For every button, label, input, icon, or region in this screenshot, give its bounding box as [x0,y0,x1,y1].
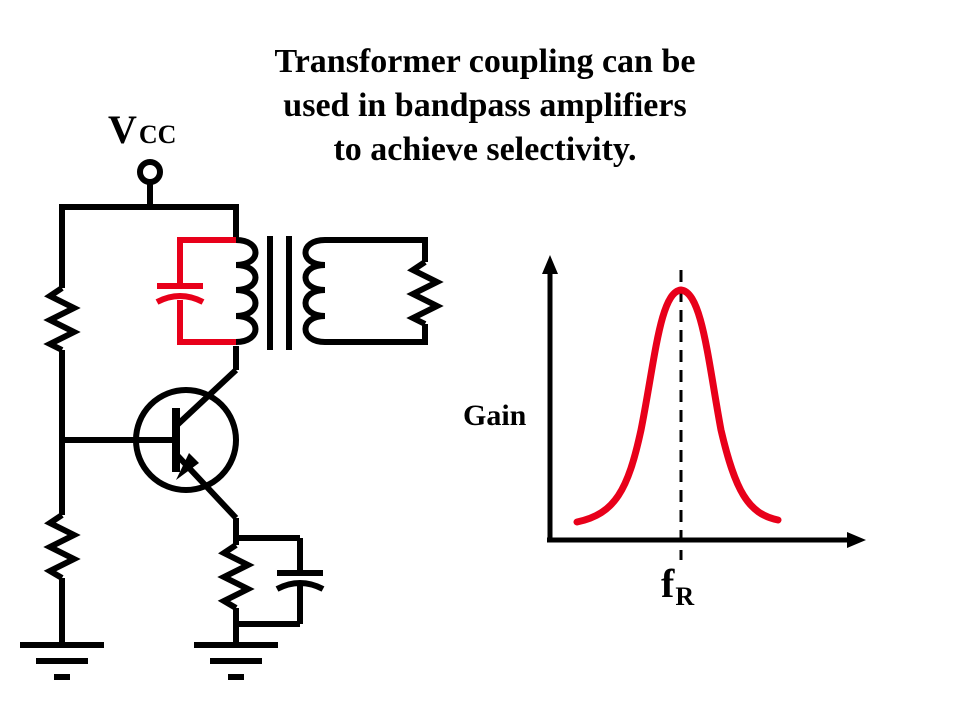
title-line-1: Transformer coupling can be [274,43,696,80]
title-line-3: to achieve selectivity. [333,131,637,168]
ground-right-icon [194,642,278,680]
emitter-resistor [217,542,255,611]
gain-axes [542,255,866,548]
transformer-secondary-coil-icon [302,237,326,345]
bandpass-response-curve [573,286,782,526]
gain-axis-label: Gain [463,399,527,432]
resonant-frequency-label: fR [661,561,694,611]
ground-left-icon [20,642,104,680]
bias-resistor-bottom [43,512,81,581]
load-resistor [406,259,444,327]
bias-resistor-top [43,285,81,353]
vcc-label: VCC [108,107,176,152]
tuning-capacitor-icon [155,237,236,345]
transformer-primary-coil-icon [235,237,259,345]
vcc-terminal [137,159,163,185]
title-line-2: used in bandpass amplifiers [283,87,687,124]
transistor-icon [133,367,239,521]
slide-title: Transformer coupling can be used in band… [240,40,730,172]
bypass-capacitor-icon [275,538,325,624]
